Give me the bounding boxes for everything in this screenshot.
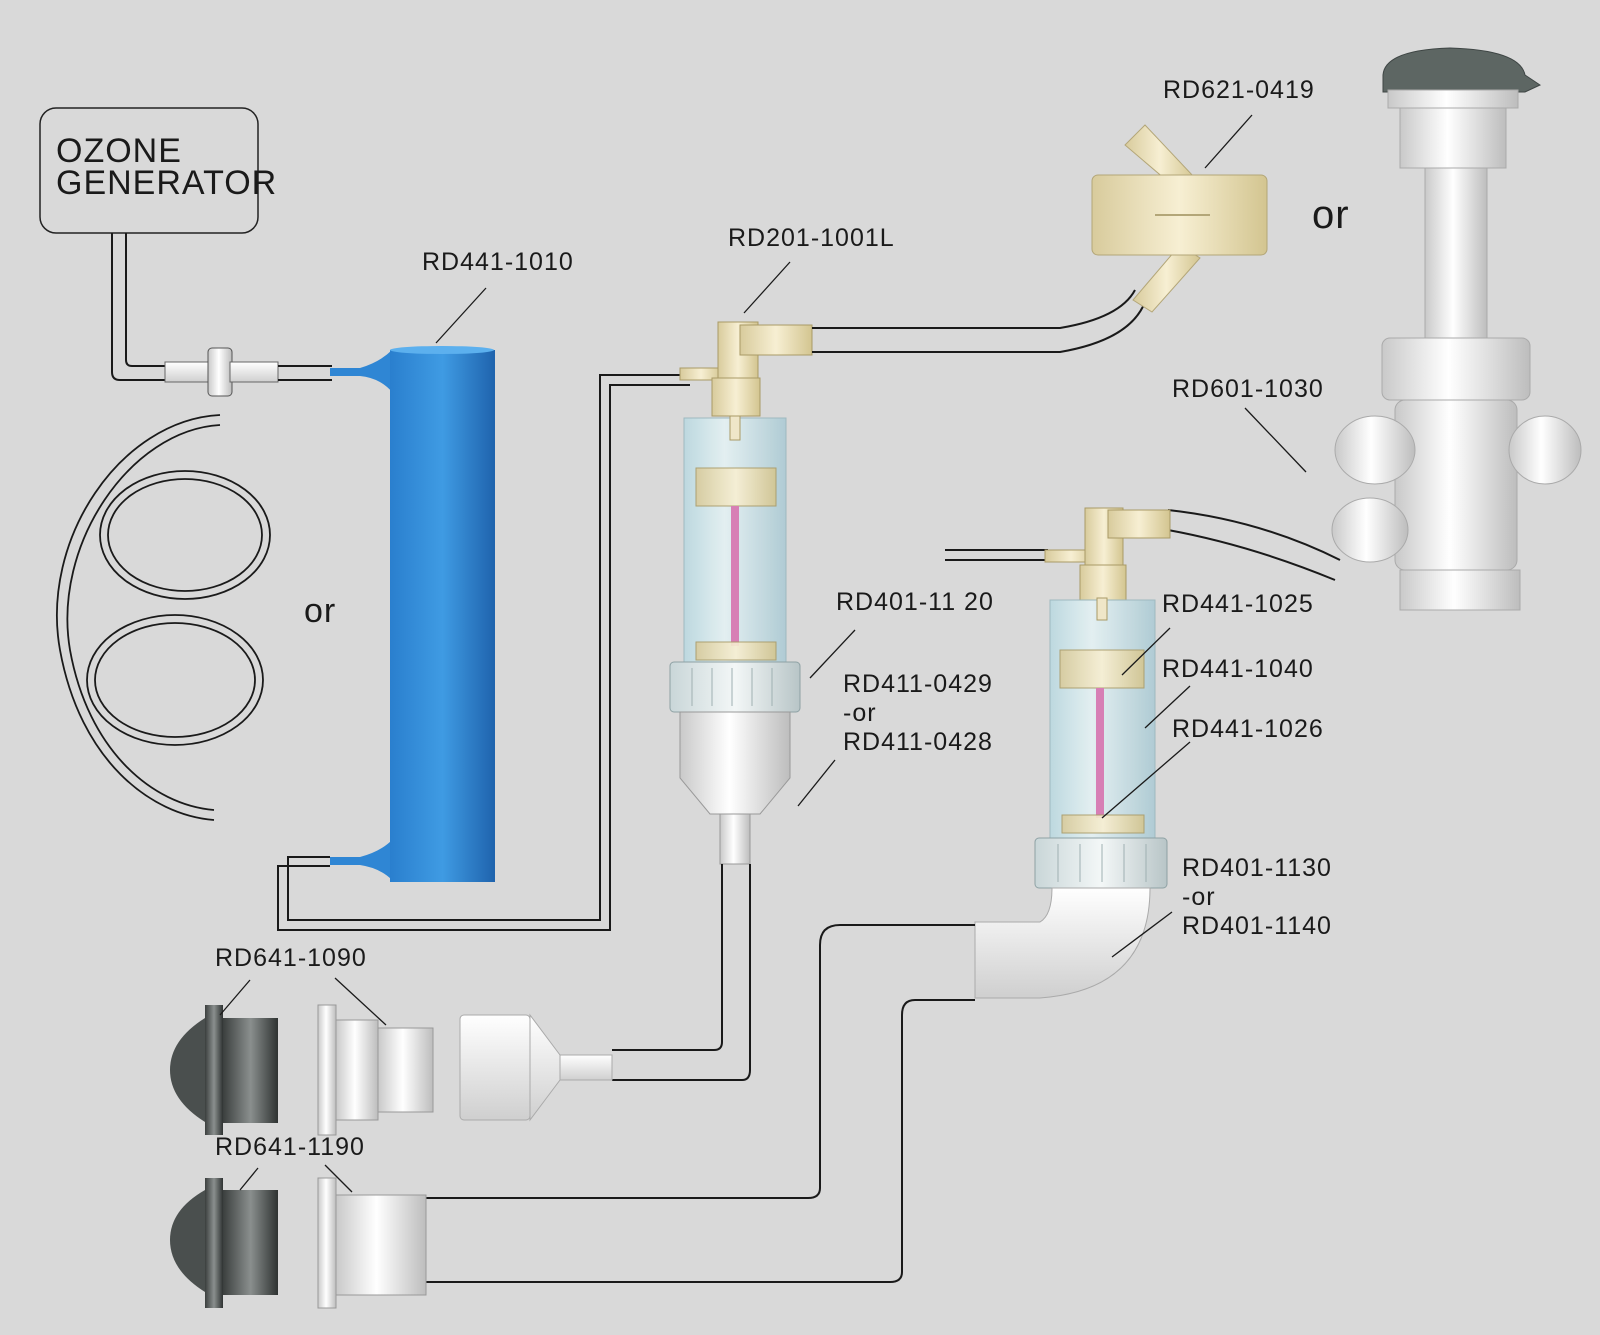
label-rd601-1030: RD601-1030 bbox=[1172, 375, 1324, 403]
venturi-injector-icon-2 bbox=[974, 507, 1171, 999]
label-rd201-1001l: RD201-1001L bbox=[728, 224, 895, 252]
label-rd441-1010: RD441-1010 bbox=[422, 248, 574, 276]
wall-fitting-icon-2 bbox=[170, 1177, 427, 1309]
label-rd441-1025: RD441-1025 bbox=[1162, 590, 1314, 618]
label-rd411-or: -or bbox=[843, 699, 877, 727]
label-rd401-or: -or bbox=[1182, 883, 1216, 911]
label-rd441-1040: RD441-1040 bbox=[1162, 655, 1314, 683]
coil-or-text: or bbox=[304, 592, 336, 630]
check-valve-icon bbox=[164, 347, 279, 397]
label-rd411-0429: RD411-0429 bbox=[843, 670, 993, 698]
label-rd401-1120: RD401-11 20 bbox=[836, 588, 994, 616]
label-rd441-1026: RD441-1026 bbox=[1172, 715, 1324, 743]
label-rd641-1090: RD641-1090 bbox=[215, 944, 367, 972]
tee-fitting-icon bbox=[1091, 124, 1268, 313]
ozone-generator: OZONE GENERATOR bbox=[39, 107, 277, 234]
label-rd401-1140: RD401-1140 bbox=[1182, 912, 1332, 940]
venturi-injector-icon bbox=[669, 321, 813, 865]
ozone-column-icon bbox=[330, 346, 495, 882]
diverter-valve-icon bbox=[1331, 47, 1582, 611]
label-rd621-0419: RD621-0419 bbox=[1163, 76, 1315, 104]
coiled-tube-icon bbox=[56, 414, 271, 821]
generator-label-line1: OZONE bbox=[56, 132, 182, 170]
wall-fitting-icon bbox=[170, 1004, 434, 1136]
label-rd641-1190: RD641-1190 bbox=[215, 1133, 365, 1161]
label-rd401-1130: RD401-1130 bbox=[1182, 854, 1332, 882]
valve-or-text: or bbox=[1312, 193, 1350, 237]
label-rd411-0428: RD411-0428 bbox=[843, 728, 993, 756]
generator-label-line2: GENERATOR bbox=[56, 164, 277, 202]
funnel-adapter-icon bbox=[459, 1013, 613, 1122]
